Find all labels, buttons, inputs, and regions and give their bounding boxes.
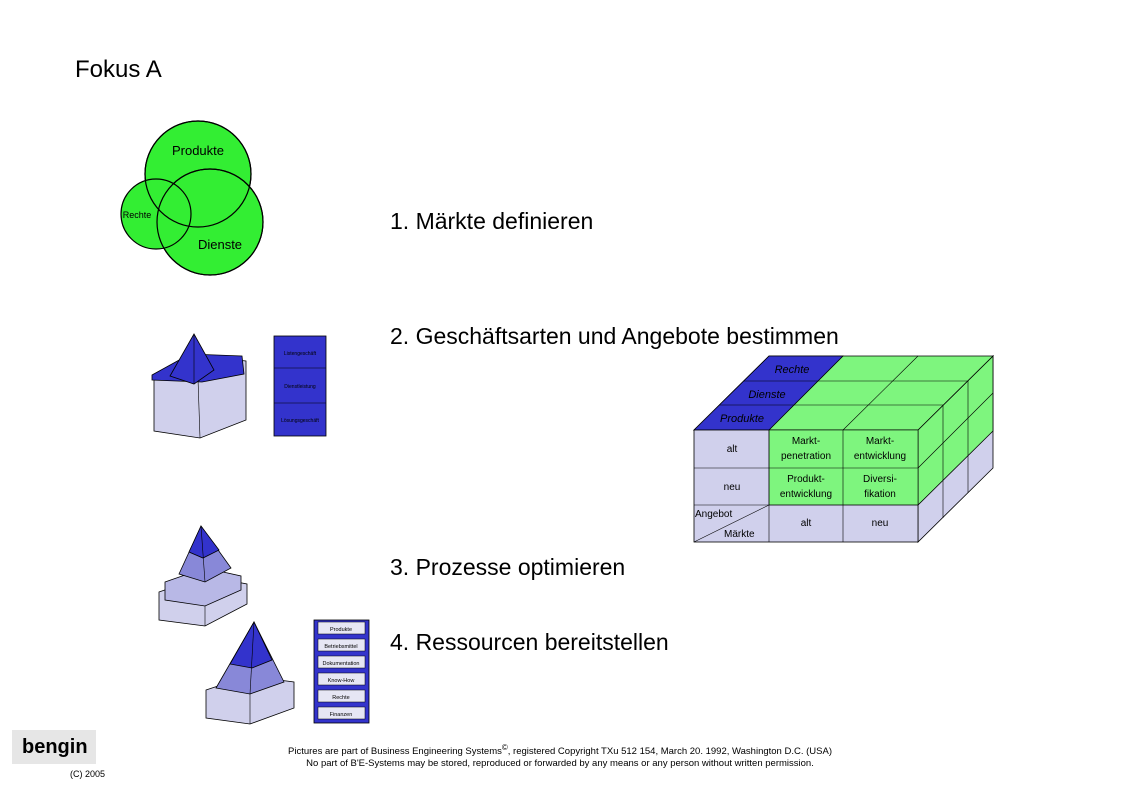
- page-title: Fokus A: [75, 56, 162, 83]
- footer-copyright-symbol: ©: [501, 743, 508, 752]
- matrix-corner-bottom: Märkte: [724, 529, 755, 540]
- matrix-row-label-1: alt: [727, 444, 738, 455]
- matrix-cell-2b: entwicklung: [854, 451, 906, 462]
- venn-circle-b: [120, 178, 192, 250]
- resource-label-6: Finanzen: [330, 712, 353, 718]
- resource-label-5: Rechte: [332, 695, 349, 701]
- footer-line-1: Pictures are part of Business Engineerin…: [170, 743, 950, 757]
- business-type-label-2: Dienstleistung: [284, 384, 316, 390]
- matrix-top-label-2: Dienste: [748, 389, 785, 401]
- matrix-cell-1a: Markt-: [792, 436, 820, 447]
- venn-label-a: Produkte: [172, 143, 224, 158]
- resource-label-1: Produkte: [330, 627, 352, 633]
- matrix-cell-3a: Produkt-: [787, 474, 825, 485]
- step-4: 4. Ressourcen bereitstellen: [390, 629, 669, 655]
- matrix-cell-3b: entwicklung: [780, 489, 832, 500]
- matrix-cell-2a: Markt-: [866, 436, 894, 447]
- footer-line-2: No part of B'E-Systems may be stored, re…: [306, 758, 814, 769]
- footer-line-1-a: Pictures are part of Business Engineerin…: [288, 746, 502, 758]
- resource-label-2: Betriebsmittel: [324, 644, 357, 650]
- resource-pyramid: [205, 621, 295, 725]
- resource-stack: Produkte Betriebsmittel Dokumentation Kn…: [313, 619, 370, 724]
- matrix-col-label-2: neu: [872, 518, 889, 529]
- matrix-col-label-1: alt: [801, 518, 812, 529]
- business-type-label-3: Lösungsgeschäft: [281, 418, 319, 424]
- resource-label-4: Know-How: [328, 678, 355, 684]
- process-pyramid: [158, 525, 248, 627]
- matrix-corner-top: Angebot: [695, 509, 732, 520]
- venn-diagram: Produkte Rechte Dienste: [120, 120, 264, 276]
- matrix-cell-4b: fikation: [864, 489, 896, 500]
- matrix-top-label-1: Rechte: [775, 364, 810, 376]
- copyright-note: (C) 2005: [70, 769, 106, 779]
- step-1: 1. Märkte definieren: [390, 208, 594, 234]
- footer-line-1-b: , registered Copyright TXu 512 154, Marc…: [507, 746, 832, 758]
- resource-label-3: Dokumentation: [323, 661, 360, 667]
- matrix-cell-4a: Diversi-: [863, 474, 897, 485]
- step-3: 3. Prozesse optimieren: [390, 554, 626, 580]
- step-2: 2. Geschäftsarten und Angebote bestimmen: [390, 323, 839, 349]
- market-offer-matrix: Rechte Dienste Produkte alt neu Markt- p…: [693, 355, 994, 543]
- bengin-logo: bengin: [12, 730, 96, 764]
- venn-label-c: Dienste: [198, 237, 242, 252]
- business-type-column: Listengeschäft Dienstleistung Lösungsges…: [151, 333, 327, 439]
- venn-label-b: Rechte: [123, 210, 152, 220]
- matrix-row-label-2: neu: [724, 482, 741, 493]
- matrix-top-label-3: Produkte: [720, 413, 764, 425]
- business-type-label-1: Listengeschäft: [284, 351, 317, 357]
- matrix-cell-1b: penetration: [781, 451, 831, 462]
